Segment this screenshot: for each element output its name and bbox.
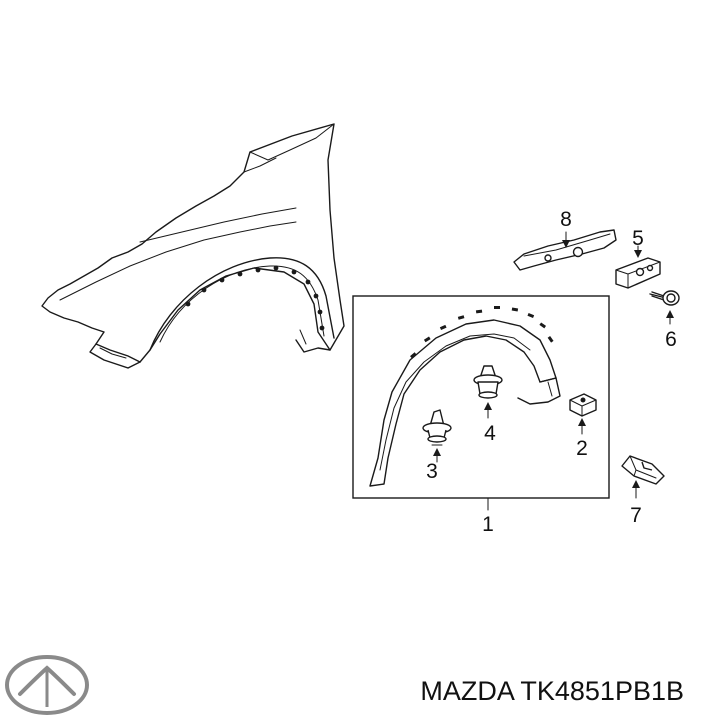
nut-clip-2-illustration [569,393,597,435]
callout-label-8: 8 [560,208,572,231]
callout-label-6: 6 [665,328,677,351]
callout-label-7: 7 [630,504,642,527]
bracket-5-illustration [615,245,661,289]
clip-4-illustration [473,365,503,419]
part-number: MAZDA TK4851PB1B [420,676,684,706]
part-group-frame [352,295,610,499]
callout-label-3: 3 [426,460,438,483]
fender-illustration [41,123,345,369]
callout-label-1: 1 [482,513,494,536]
bracket-7-illustration [621,455,665,499]
mazda-logo-icon [5,655,89,715]
screw-6-illustration [649,290,680,325]
callout-label-4: 4 [484,422,496,445]
callout-label-2: 2 [576,437,588,460]
bracket-8-illustration [513,229,617,271]
callout-label-5: 5 [632,227,644,250]
wheel-arch-moulding-illustration [369,306,561,487]
clip-3-illustration [422,409,452,463]
